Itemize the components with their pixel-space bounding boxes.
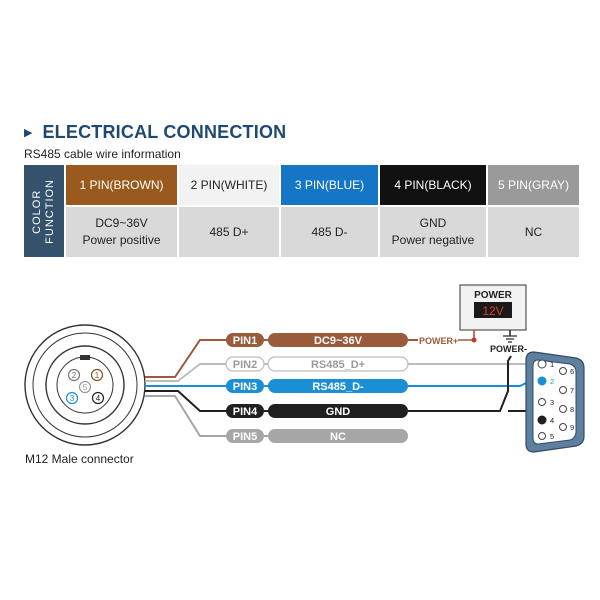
pin3-label: PIN3 (233, 381, 257, 393)
connector-label: M12 Male connector (25, 452, 134, 466)
subtitle: RS485 cable wire information (24, 147, 181, 161)
wire-row-pin1: PIN1 DC9~36V POWER+ (226, 333, 477, 347)
pin5-label: PIN5 (233, 431, 257, 443)
wire-row-pin4: PIN4 GND (226, 355, 541, 420)
db9-pin-4: 4 (550, 416, 554, 425)
power-minus-label: POWER- (490, 344, 527, 354)
svg-text:2: 2 (72, 371, 77, 380)
wire-row-pin3: PIN3 RS485_D- (226, 379, 540, 393)
connector-pin-2: 2 (67, 368, 81, 382)
function-pin3: 485 D- (281, 207, 380, 257)
header-pin2: 2 PIN(WHITE) (179, 165, 281, 207)
power-voltage: 12V (482, 304, 503, 318)
db9-pin-1: 1 (550, 360, 554, 369)
svg-text:4: 4 (96, 394, 101, 403)
wire-pin2-lead (145, 363, 228, 382)
wire-table: COLOR FUNCTION 1 PIN(BROWN) 2 PIN(WHITE)… (24, 165, 579, 257)
pin2-signal: RS485_D+ (311, 359, 365, 371)
db9-pin-6: 6 (570, 367, 574, 376)
table-side-label: COLOR FUNCTION (24, 165, 66, 257)
header-pin3: 3 PIN(BLUE) (281, 165, 380, 207)
power-plus-label: POWER+ (419, 336, 458, 346)
function-pin5: NC (488, 207, 579, 257)
db9-pin-3: 3 (550, 398, 554, 407)
wire-row-pin5: PIN5 NC (226, 429, 408, 443)
wire-pin1-lead (145, 339, 228, 378)
db9-pin-7: 7 (570, 386, 574, 395)
wiring-diagram: 1 2 3 4 5 M12 Male connector PIN1 DC9~36… (24, 284, 585, 466)
db9-pin-2: 2 (550, 377, 554, 386)
function-pin2: 485 D+ (179, 207, 281, 257)
play-arrow-icon: ▶ (24, 127, 33, 139)
wire-row-pin2: PIN2 RS485_D+ (225, 356, 540, 372)
pin2-label: PIN2 (233, 359, 257, 371)
svg-text:3: 3 (70, 394, 75, 403)
db9-pin-5: 5 (550, 432, 554, 441)
header-pin5: 5 PIN(GRAY) (488, 165, 579, 207)
power-supply: POWER 12V POWER- (459, 284, 527, 354)
pin1-signal: DC9~36V (314, 335, 363, 347)
power-title: POWER (474, 290, 513, 301)
pin3-signal: RS485_D- (312, 381, 364, 393)
svg-text:1: 1 (95, 371, 100, 380)
header-pin4: 4 PIN(BLACK) (380, 165, 488, 207)
pin5-signal: NC (330, 431, 346, 443)
section-header: ▶ ELECTRICAL CONNECTION (24, 122, 286, 143)
page-title: ELECTRICAL CONNECTION (42, 122, 287, 142)
db9-pin-9: 9 (570, 423, 574, 432)
function-pin4: GND Power negative (380, 207, 488, 257)
function-pin1: DC9~36V Power positive (66, 207, 179, 257)
pin4-label: PIN4 (233, 406, 258, 418)
wire-pin4-lead (145, 390, 228, 412)
connector-pin-1: 1 (90, 368, 104, 382)
wire-pin5-lead (145, 395, 228, 437)
connector-pin-4: 4 (91, 391, 105, 405)
db9-pin-8: 8 (570, 405, 574, 414)
connector-pin-3: 3 (65, 391, 79, 405)
connector-pin-5: 5 (78, 380, 92, 394)
pin4-signal: GND (326, 406, 351, 418)
header-pin1: 1 PIN(BROWN) (66, 165, 179, 207)
svg-text:5: 5 (83, 383, 88, 392)
m12-connector: 1 2 3 4 5 M12 Male connector (24, 324, 146, 466)
pin1-label: PIN1 (233, 335, 257, 347)
db9-connector: 1 2 3 4 5 6 7 8 9 (525, 351, 585, 453)
